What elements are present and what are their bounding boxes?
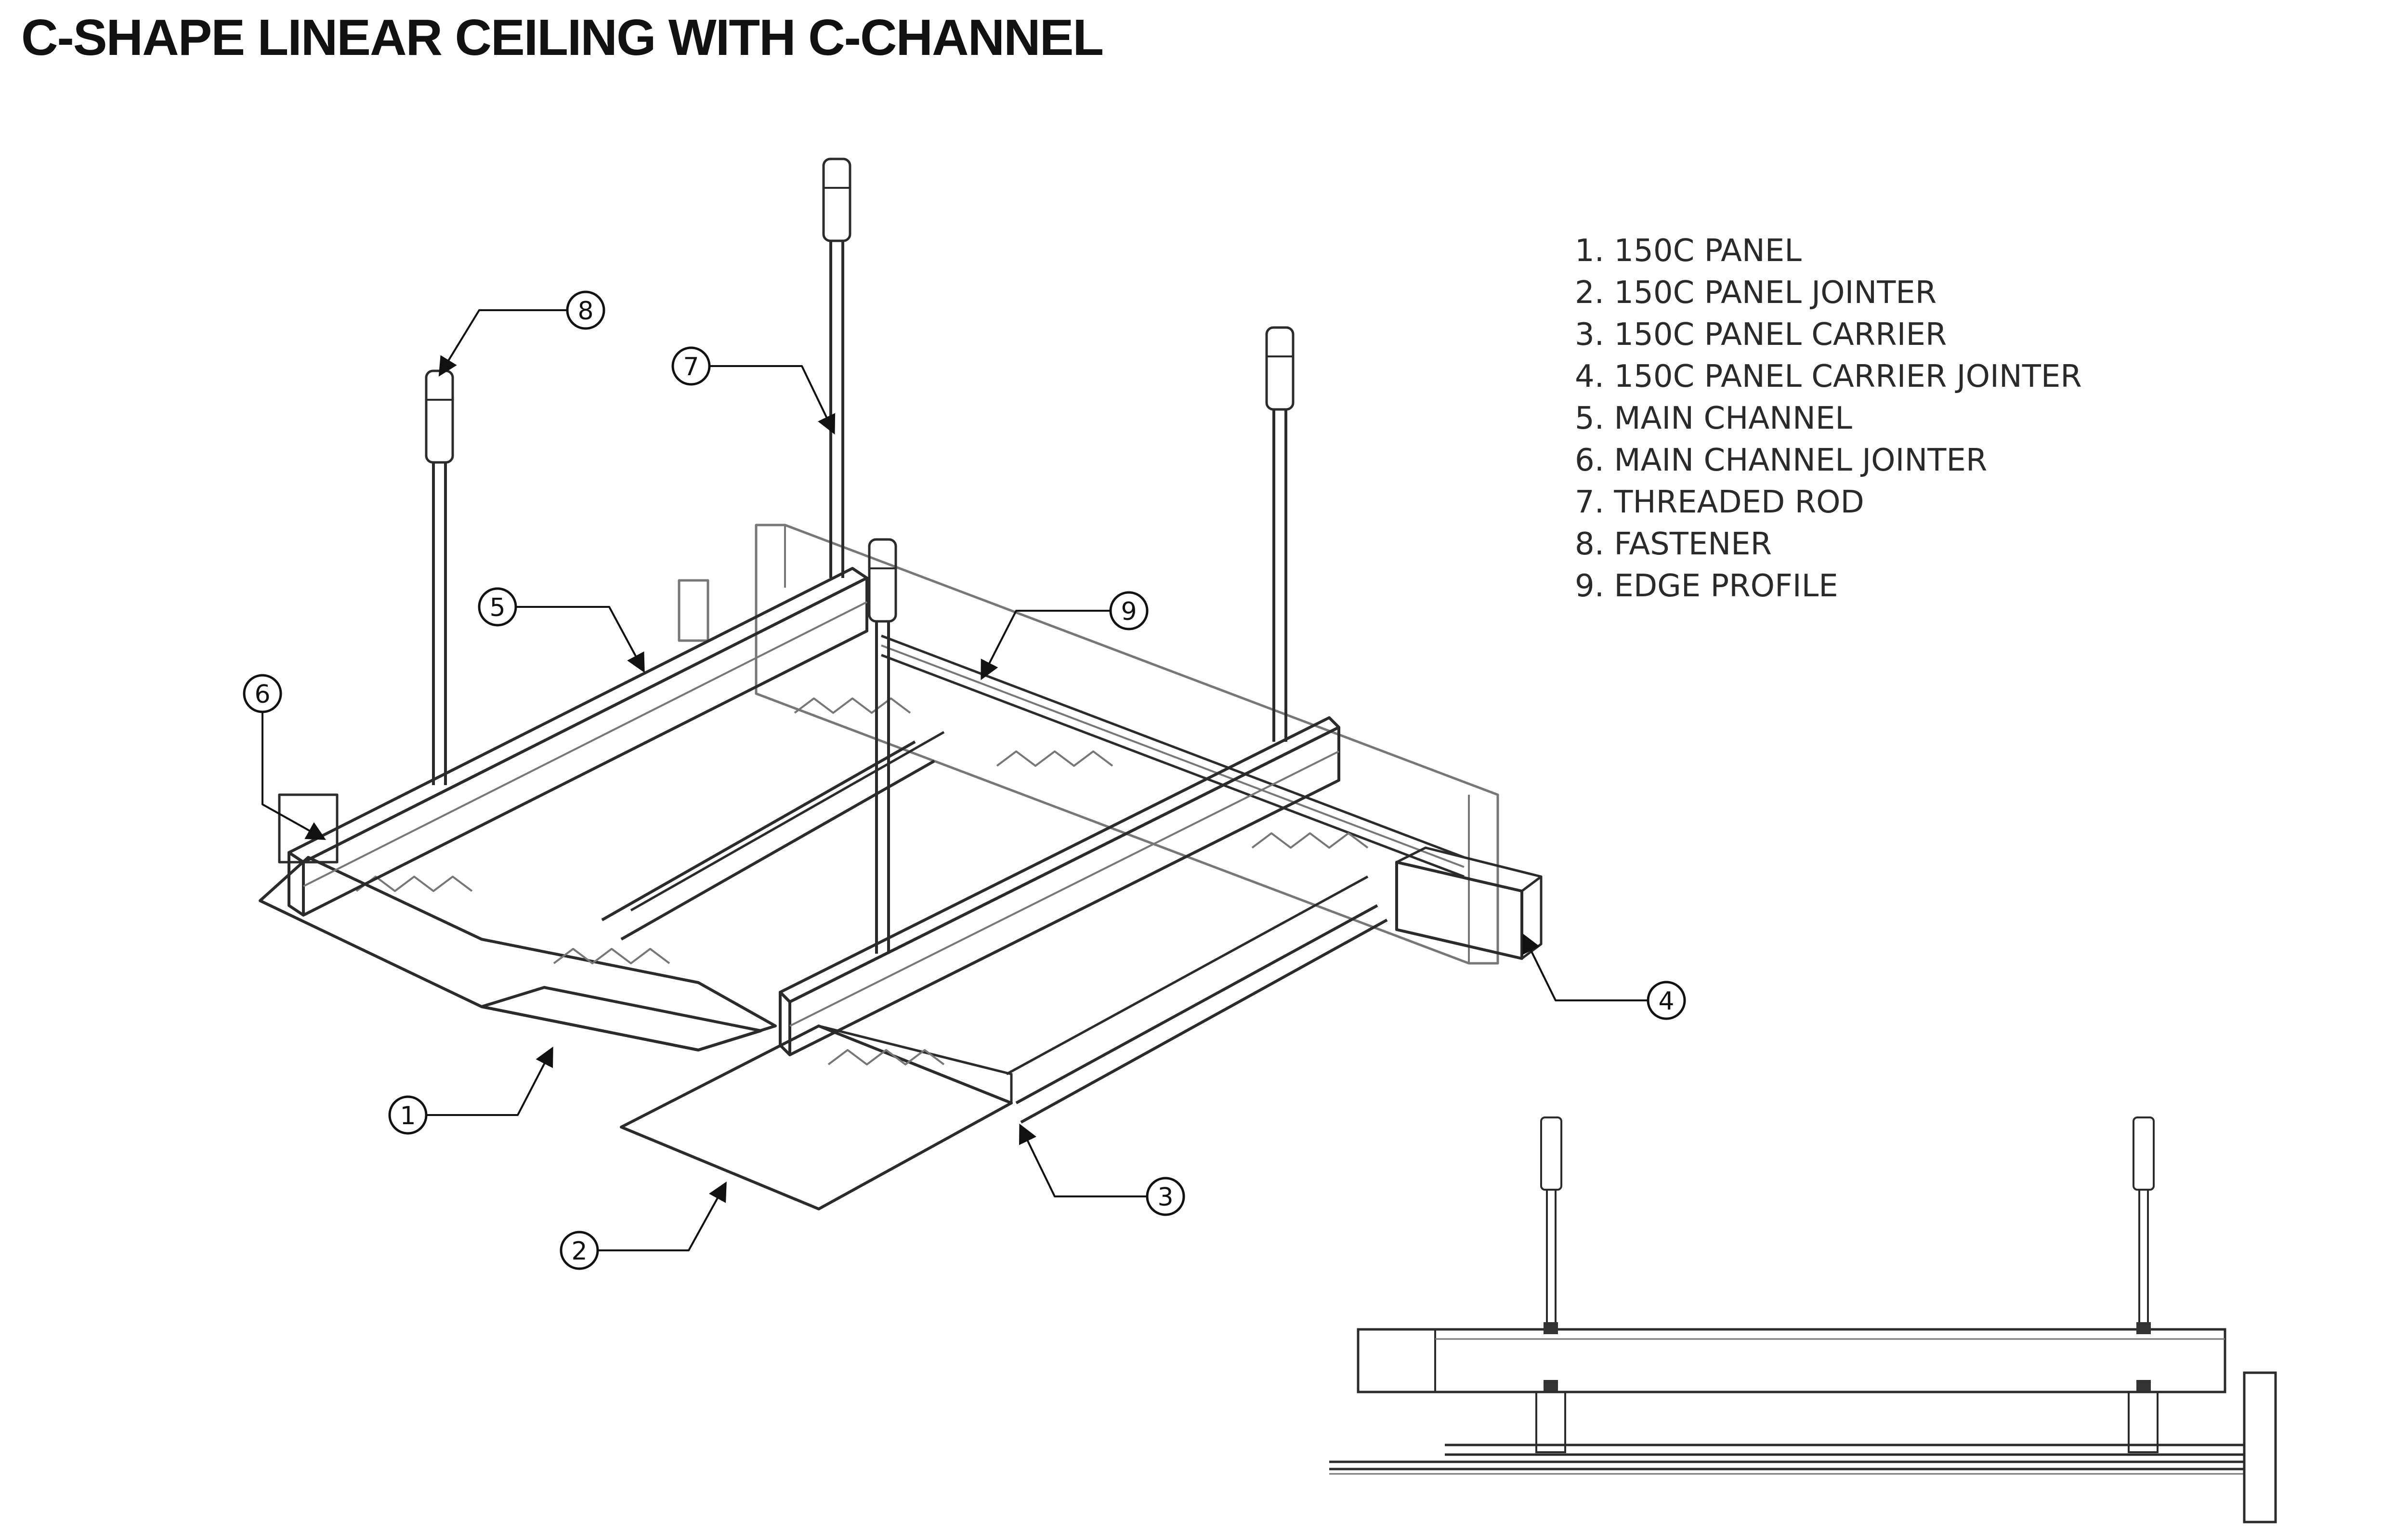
isometric-view: 1 2 3 4 bbox=[243, 158, 1686, 1270]
threaded-rods bbox=[425, 158, 1295, 954]
callout-7: 7 bbox=[671, 346, 836, 435]
main-channel-right bbox=[779, 716, 1340, 1056]
legend-item-3: 3. 150C PANEL CARRIER bbox=[1575, 317, 1947, 353]
section-view bbox=[1329, 1116, 2277, 1523]
svg-text:4: 4 bbox=[1658, 987, 1674, 1016]
panel-carriers bbox=[601, 731, 1388, 1124]
svg-text:9: 9 bbox=[1121, 597, 1137, 626]
callouts: 1 2 3 4 bbox=[243, 290, 1686, 1270]
svg-text:2: 2 bbox=[571, 1237, 587, 1266]
section-main-channel bbox=[1357, 1322, 2226, 1393]
svg-text:1: 1 bbox=[400, 1102, 416, 1130]
main-channel-jointer bbox=[278, 793, 339, 864]
wall-block bbox=[678, 524, 1499, 965]
callout-6: 6 bbox=[243, 674, 326, 840]
svg-text:6: 6 bbox=[254, 680, 270, 709]
svg-text:7: 7 bbox=[683, 353, 699, 381]
section-edge-profile bbox=[2235, 1371, 2277, 1523]
callout-9: 9 bbox=[981, 591, 1149, 681]
legend-item-2: 2. 150C PANEL JOINTER bbox=[1575, 275, 1937, 311]
legend-item-6: 6. MAIN CHANNEL JOINTER bbox=[1575, 443, 1988, 478]
callout-5: 5 bbox=[478, 587, 645, 673]
section-hangers bbox=[1535, 1391, 2159, 1453]
legend-item-4: 4. 150C PANEL CARRIER JOINTER bbox=[1575, 359, 2082, 394]
callout-3: 3 bbox=[1019, 1123, 1185, 1216]
legend-item-7: 7. THREADED ROD bbox=[1575, 485, 1864, 520]
parts-legend: 1. 150C PANEL 2. 150C PANEL JOINTER 3. 1… bbox=[1575, 230, 2082, 607]
main-channel-left bbox=[288, 567, 868, 917]
diagram-title: C-SHAPE LINEAR CEILING WITH C-CHANNEL bbox=[21, 9, 1104, 66]
edge-profile bbox=[881, 634, 1465, 878]
callout-4: 4 bbox=[1522, 933, 1686, 1020]
svg-text:8: 8 bbox=[577, 297, 593, 326]
section-panels bbox=[1329, 1444, 2244, 1475]
legend-item-9: 9. EDGE PROFILE bbox=[1575, 568, 1838, 604]
callout-2: 2 bbox=[560, 1181, 727, 1270]
legend-item-5: 5. MAIN CHANNEL bbox=[1575, 401, 1852, 436]
section-rods bbox=[1540, 1116, 2155, 1329]
callout-1: 1 bbox=[388, 1046, 553, 1135]
svg-text:3: 3 bbox=[1157, 1183, 1173, 1212]
callout-8: 8 bbox=[438, 290, 605, 377]
legend-item-1: 1. 150C PANEL bbox=[1575, 233, 1802, 269]
svg-text:5: 5 bbox=[489, 593, 505, 622]
legend-item-8: 8. FASTENER bbox=[1575, 526, 1772, 562]
ceiling-panels bbox=[259, 697, 1369, 1210]
